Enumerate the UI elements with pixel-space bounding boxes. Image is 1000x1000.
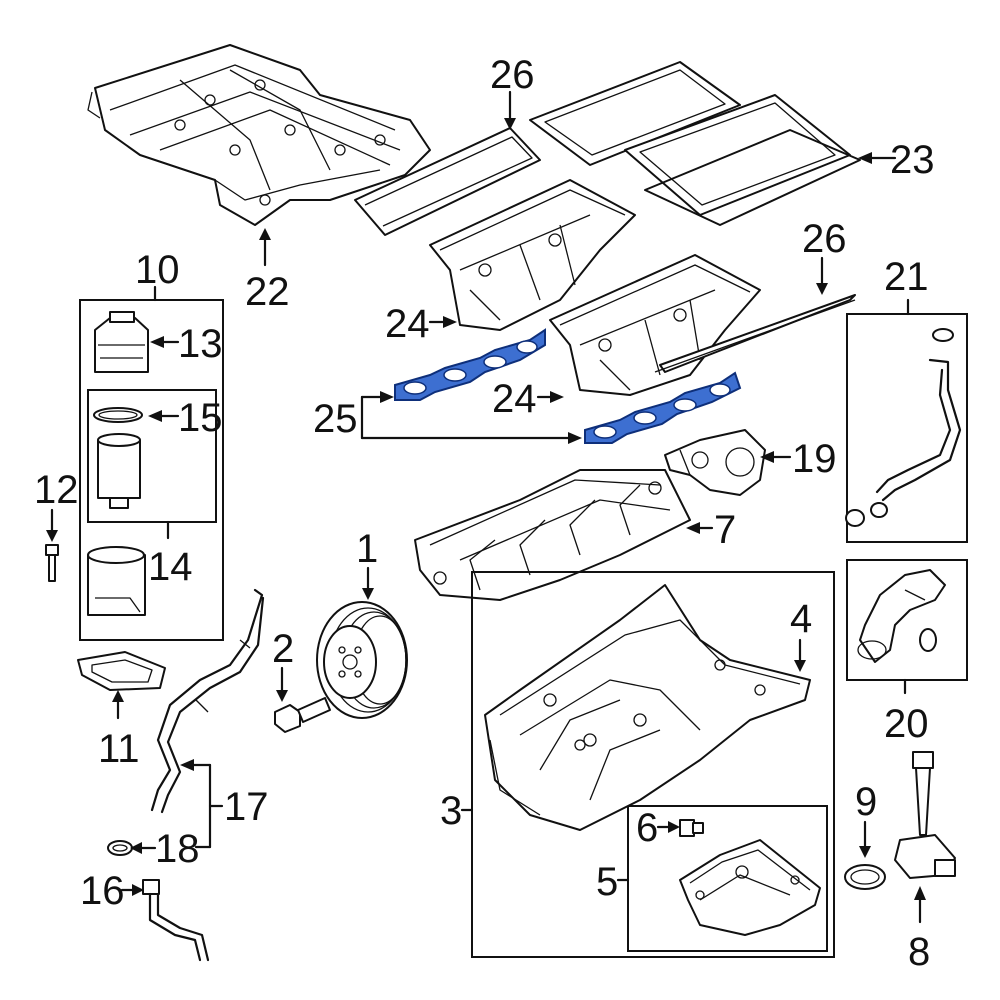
callout-24-upper: 24 xyxy=(385,302,430,346)
callout-6: 6 xyxy=(636,806,658,850)
callout-5: 5 xyxy=(596,860,618,904)
callout-13: 13 xyxy=(178,322,223,366)
callout-21: 21 xyxy=(884,255,929,299)
part-19-oil-module[interactable] xyxy=(664,429,766,496)
part-5-lower-oil-pan[interactable] xyxy=(679,839,821,936)
part-9-o-ring[interactable] xyxy=(844,864,886,890)
part-14-filter-element-box xyxy=(87,389,217,523)
callout-15: 15 xyxy=(178,396,223,440)
part-3-oil-pan-assembly-box xyxy=(471,571,835,958)
part-5-lower-pan-box xyxy=(627,805,828,952)
part-11-filter-gasket[interactable] xyxy=(77,651,166,691)
part-7-windage-tray[interactable] xyxy=(414,469,691,601)
callout-4: 4 xyxy=(790,597,812,641)
callout-8: 8 xyxy=(908,930,930,974)
part-24-upper-cover[interactable] xyxy=(429,179,636,331)
part-21-oil-fill-tube[interactable] xyxy=(845,328,962,527)
callout-25: 25 xyxy=(313,397,358,441)
callout-18: 18 xyxy=(155,827,200,871)
callout-11: 11 xyxy=(98,727,140,771)
callout-12: 12 xyxy=(34,468,79,512)
callout-16: 16 xyxy=(80,869,125,913)
callout-22: 22 xyxy=(245,270,290,314)
part-25-intake-gasket-upper[interactable] xyxy=(394,328,546,401)
part-24-lower-cover[interactable] xyxy=(549,254,761,396)
part-15-o-ring[interactable] xyxy=(93,407,143,423)
callout-7: 7 xyxy=(714,508,736,552)
part-10-filter-assembly-box xyxy=(79,299,224,641)
part-22-valley-cover[interactable] xyxy=(87,44,431,226)
filter-housing[interactable] xyxy=(87,546,146,616)
leader-lines xyxy=(46,90,926,924)
part-14-filter-element[interactable] xyxy=(97,433,141,509)
callout-24-lower: 24 xyxy=(492,377,537,421)
callout-14: 14 xyxy=(148,545,193,589)
part-25-intake-gasket-lower[interactable] xyxy=(584,371,742,444)
callout-26-upper: 26 xyxy=(490,53,535,97)
part-20-oil-pipe-elbow[interactable] xyxy=(857,569,946,663)
part-16-tube[interactable] xyxy=(142,879,210,962)
callout-9: 9 xyxy=(855,780,877,824)
part-26-upper-seal-strip[interactable] xyxy=(354,127,541,236)
callout-1: 1 xyxy=(356,527,378,571)
callout-3: 3 xyxy=(440,789,462,833)
callout-labels: 26 22 23 26 21 10 13 15 14 24 24 25 19 7… xyxy=(34,53,935,974)
part-4-upper-oil-pan[interactable] xyxy=(484,584,811,831)
callout-26-lower: 26 xyxy=(802,217,847,261)
part-2-crank-bolt[interactable] xyxy=(274,697,331,733)
part-26-lower-seal-strip[interactable] xyxy=(654,294,856,373)
part-17-dipstick-tube[interactable] xyxy=(150,588,265,814)
part-12-bolt[interactable] xyxy=(45,544,59,582)
part-20-elbow-box xyxy=(846,559,968,681)
callout-2: 2 xyxy=(272,627,294,671)
part-18-seal[interactable] xyxy=(107,840,133,856)
part-13-filter-cap[interactable] xyxy=(94,311,149,373)
callout-23: 23 xyxy=(890,138,935,182)
part-8-oil-level-sensor[interactable] xyxy=(894,751,956,879)
callout-19: 19 xyxy=(792,437,837,481)
callout-10: 10 xyxy=(135,248,180,292)
callout-17: 17 xyxy=(224,785,269,829)
callout-20: 20 xyxy=(884,702,929,746)
part-23-valve-cover-gasket[interactable] xyxy=(529,61,861,226)
part-6-drain-plug[interactable] xyxy=(679,819,704,837)
part-1-crankshaft-pulley[interactable] xyxy=(316,601,408,719)
